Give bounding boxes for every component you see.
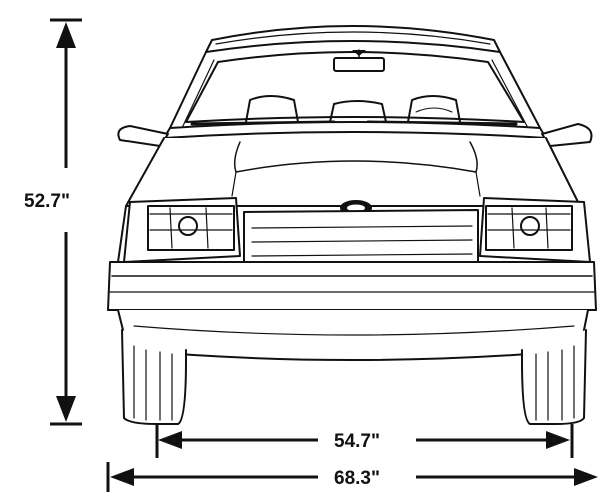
right-tire-tread (535, 345, 575, 421)
left-headlight-ribs (169, 207, 209, 249)
cowl (163, 121, 547, 139)
windshield (185, 51, 525, 123)
air-dam-line (133, 325, 575, 336)
height-label: 52.7" (24, 191, 70, 212)
right-a-pillar (499, 51, 541, 129)
left-headlight-bulb (178, 216, 198, 236)
left-side-mirror (117, 125, 169, 147)
grille-slat-1 (251, 225, 473, 229)
track-label: 54.7" (334, 431, 380, 452)
grille (243, 209, 479, 267)
height-dimension (50, 18, 82, 426)
height-arrow-down (56, 396, 76, 422)
emblem-center (347, 204, 365, 212)
mirror-mount (352, 50, 366, 56)
hood (125, 137, 581, 207)
front-bumper (107, 261, 597, 311)
height-arrow-up (56, 22, 76, 48)
left-tire (121, 329, 187, 425)
center-seat (329, 100, 387, 123)
roof-edge-line (215, 31, 491, 45)
track-dimension (155, 424, 574, 458)
width-label: 68.3" (334, 468, 380, 489)
track-arrow-right (546, 431, 570, 449)
car-front-view (107, 25, 597, 425)
right-a-pillar-inner (491, 59, 529, 129)
rearview-mirror (333, 57, 385, 72)
grille-slat-2 (251, 239, 473, 243)
hood-creases (231, 171, 481, 197)
right-tire (521, 329, 587, 425)
right-headlight-bulb (520, 216, 540, 236)
width-arrow-left (110, 468, 134, 486)
right-seat (407, 95, 461, 123)
track-arrow-left (158, 431, 182, 449)
width-arrow-right (574, 468, 598, 486)
width-dimension (106, 462, 598, 492)
left-seat (245, 95, 299, 123)
left-a-pillar-inner (181, 59, 215, 129)
right-side-mirror (541, 123, 593, 147)
left-a-pillar (169, 51, 207, 129)
right-headlight-ribs (511, 207, 549, 249)
right-headlight (485, 205, 573, 251)
right-seat-detail (415, 107, 453, 113)
hood-bulge (233, 141, 478, 173)
left-tire-tread (133, 345, 173, 421)
grille-slat-3 (251, 253, 473, 257)
left-headlight (147, 205, 235, 251)
